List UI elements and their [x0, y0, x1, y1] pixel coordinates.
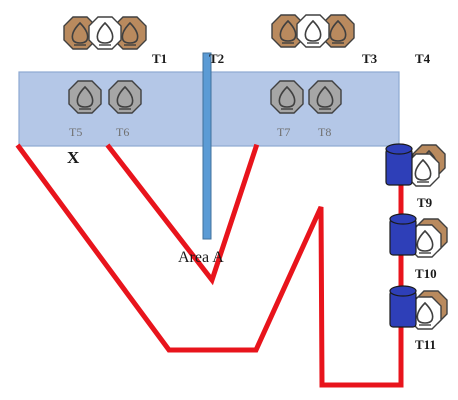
label-t4: T4: [415, 51, 431, 66]
label-t1: T1: [152, 51, 167, 66]
label-t8: T8: [318, 125, 331, 139]
label-t6: T6: [116, 125, 129, 139]
barrel-icon: [389, 285, 417, 328]
label-t9: T9: [417, 195, 433, 210]
label-t3: T3: [362, 51, 378, 66]
label-t2: T2: [209, 51, 224, 66]
gray-coin-icon: [270, 80, 304, 114]
gray-coin-icon: [308, 80, 342, 114]
label-x: X: [67, 148, 80, 167]
red-paths: [15, 143, 404, 388]
pole: [202, 52, 212, 240]
red-path-left: [15, 143, 404, 388]
red-path-middle: [105, 143, 260, 286]
label-t7: T7: [277, 125, 290, 139]
barrel-group-t11: [389, 285, 448, 330]
gray-coin-icon: [108, 80, 142, 114]
barrel-group-t9: [385, 143, 446, 187]
coin-stack-icon: [63, 16, 147, 50]
barrel-group-t10: [389, 213, 448, 258]
gray-coin-icon: [68, 80, 102, 114]
label-t11: T11: [415, 337, 436, 352]
coin-stack-icon: [271, 14, 355, 48]
label-t10: T10: [415, 266, 437, 281]
barrel-icon: [385, 143, 413, 186]
barrel-icon: [389, 213, 417, 256]
label-t5: T5: [69, 125, 82, 139]
label-area-a: Area A: [178, 249, 224, 266]
